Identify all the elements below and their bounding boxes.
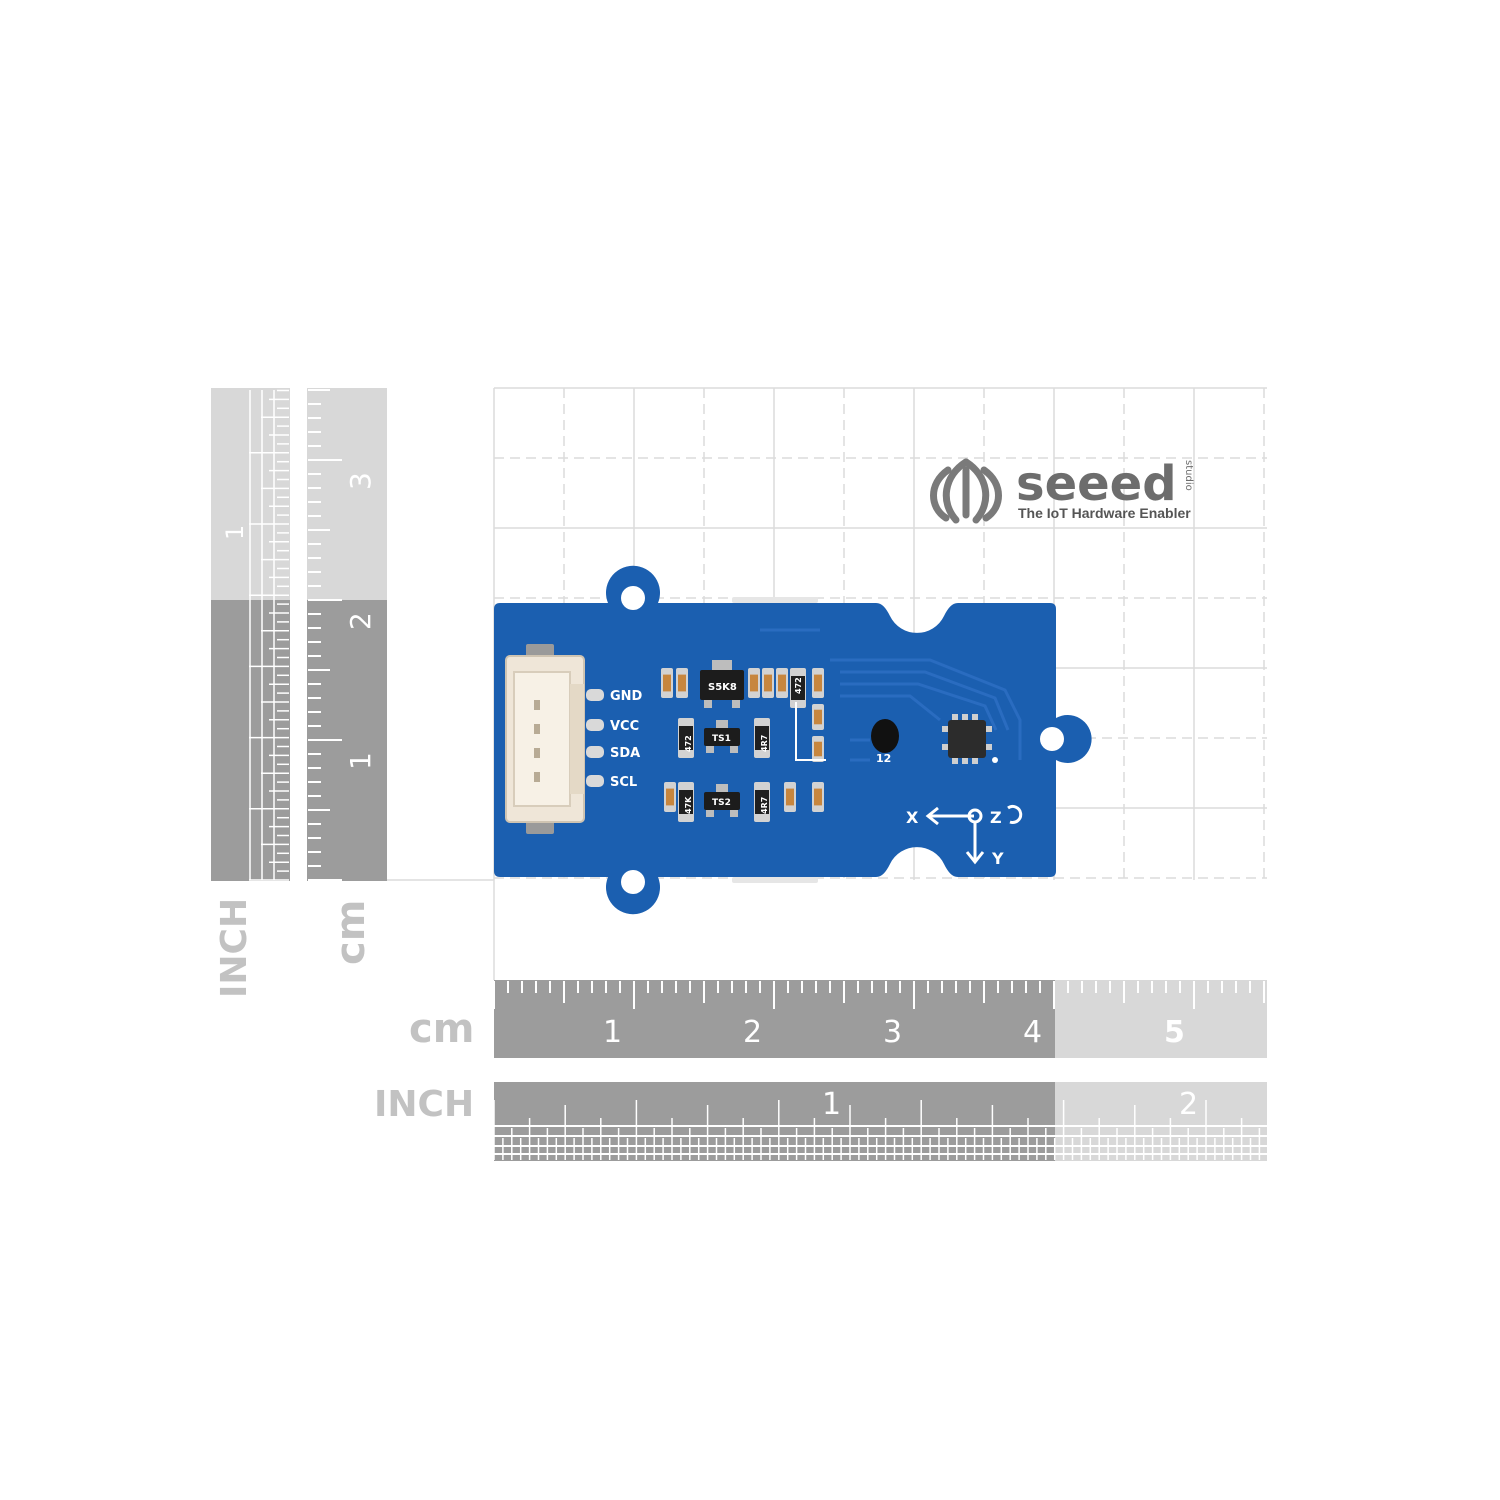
pin-label-vcc: VCC — [610, 719, 639, 734]
mount-hole — [1040, 727, 1064, 751]
bottom-cm-number-4: 4 — [1023, 1015, 1042, 1050]
pin-label-scl: SCL — [610, 775, 637, 790]
chip-label-s5k8: S5K8 — [708, 682, 737, 693]
axis-indicator — [925, 804, 1023, 865]
resistor-mark: 4R7 — [760, 797, 769, 814]
bottom-cm-number-1: 1 — [603, 1015, 622, 1050]
axis-label-z: Z — [990, 808, 1002, 827]
chip-label-ts1: TS1 — [712, 734, 731, 744]
left-cm-ruler: 3 2 1 — [307, 388, 387, 881]
left-cm-number-3: 3 — [344, 472, 377, 490]
mount-hole — [621, 586, 645, 610]
bottom-cm-number-3: 3 — [883, 1015, 902, 1050]
sensor-blob — [871, 719, 899, 753]
grove-connector — [505, 644, 585, 834]
resistor-mark: 472 — [794, 677, 803, 694]
axis-label-x: X — [906, 808, 919, 827]
left-inch-ruler: 1 — [211, 388, 290, 881]
sensor-ic — [942, 714, 998, 764]
pcb-traces — [760, 628, 1022, 762]
seeed-studio-text: studio — [1183, 460, 1194, 491]
chip-s5k8: S5K8 — [700, 660, 744, 708]
resistor-mark: 4R7 — [760, 735, 769, 752]
resistor-mark: 472 — [684, 735, 693, 752]
left-cm-label: cm — [328, 900, 374, 965]
pcb-outline — [494, 565, 1092, 915]
left-inch-number: 1 — [221, 525, 249, 540]
seeed-wordmark: seeed — [1016, 456, 1177, 512]
bottom-inch-number-1: 1 — [822, 1087, 841, 1122]
bottom-inch-label: INCH — [374, 1084, 474, 1125]
chip-ts2: TS2 — [704, 784, 740, 817]
bottom-cm-label: cm — [409, 1006, 474, 1052]
left-cm-number-2: 2 — [344, 612, 377, 630]
bottom-cm-number-2: 2 — [743, 1015, 762, 1050]
pin-label-gnd: GND — [610, 689, 643, 704]
mount-hole — [621, 870, 645, 894]
chip-ts1: TS1 — [704, 720, 740, 753]
axis-label-y: Y — [991, 849, 1004, 868]
pin-label-sda: SDA — [610, 746, 640, 761]
bottom-inch-number-2: 2 — [1179, 1087, 1198, 1122]
bottom-cm-ruler: 1 2 3 4 5 — [493, 980, 1267, 1058]
edge-pads — [732, 597, 818, 883]
bottom-inch-ruler: 1 2 — [493, 1082, 1267, 1161]
seeed-logo: seeed studio The IoT Hardware Enabler — [930, 456, 1194, 524]
left-cm-number-1: 1 — [344, 752, 377, 770]
resistor-mark: 47K — [684, 796, 693, 814]
sensor-mark: 12 — [876, 752, 891, 765]
grove-sensor-board: GND VCC SDA SCL S5K8 TS1 TS2 472 4R7 47K — [494, 565, 1092, 915]
bottom-cm-number-5: 5 — [1164, 1015, 1185, 1050]
pin-pads — [586, 689, 604, 787]
seeed-tagline: The IoT Hardware Enabler — [1018, 505, 1191, 521]
silk-outline — [795, 702, 826, 761]
left-inch-label: INCH — [214, 898, 255, 998]
smd-components — [661, 668, 824, 822]
seeed-flower-icon — [930, 458, 1002, 524]
chip-label-ts2: TS2 — [712, 798, 731, 808]
